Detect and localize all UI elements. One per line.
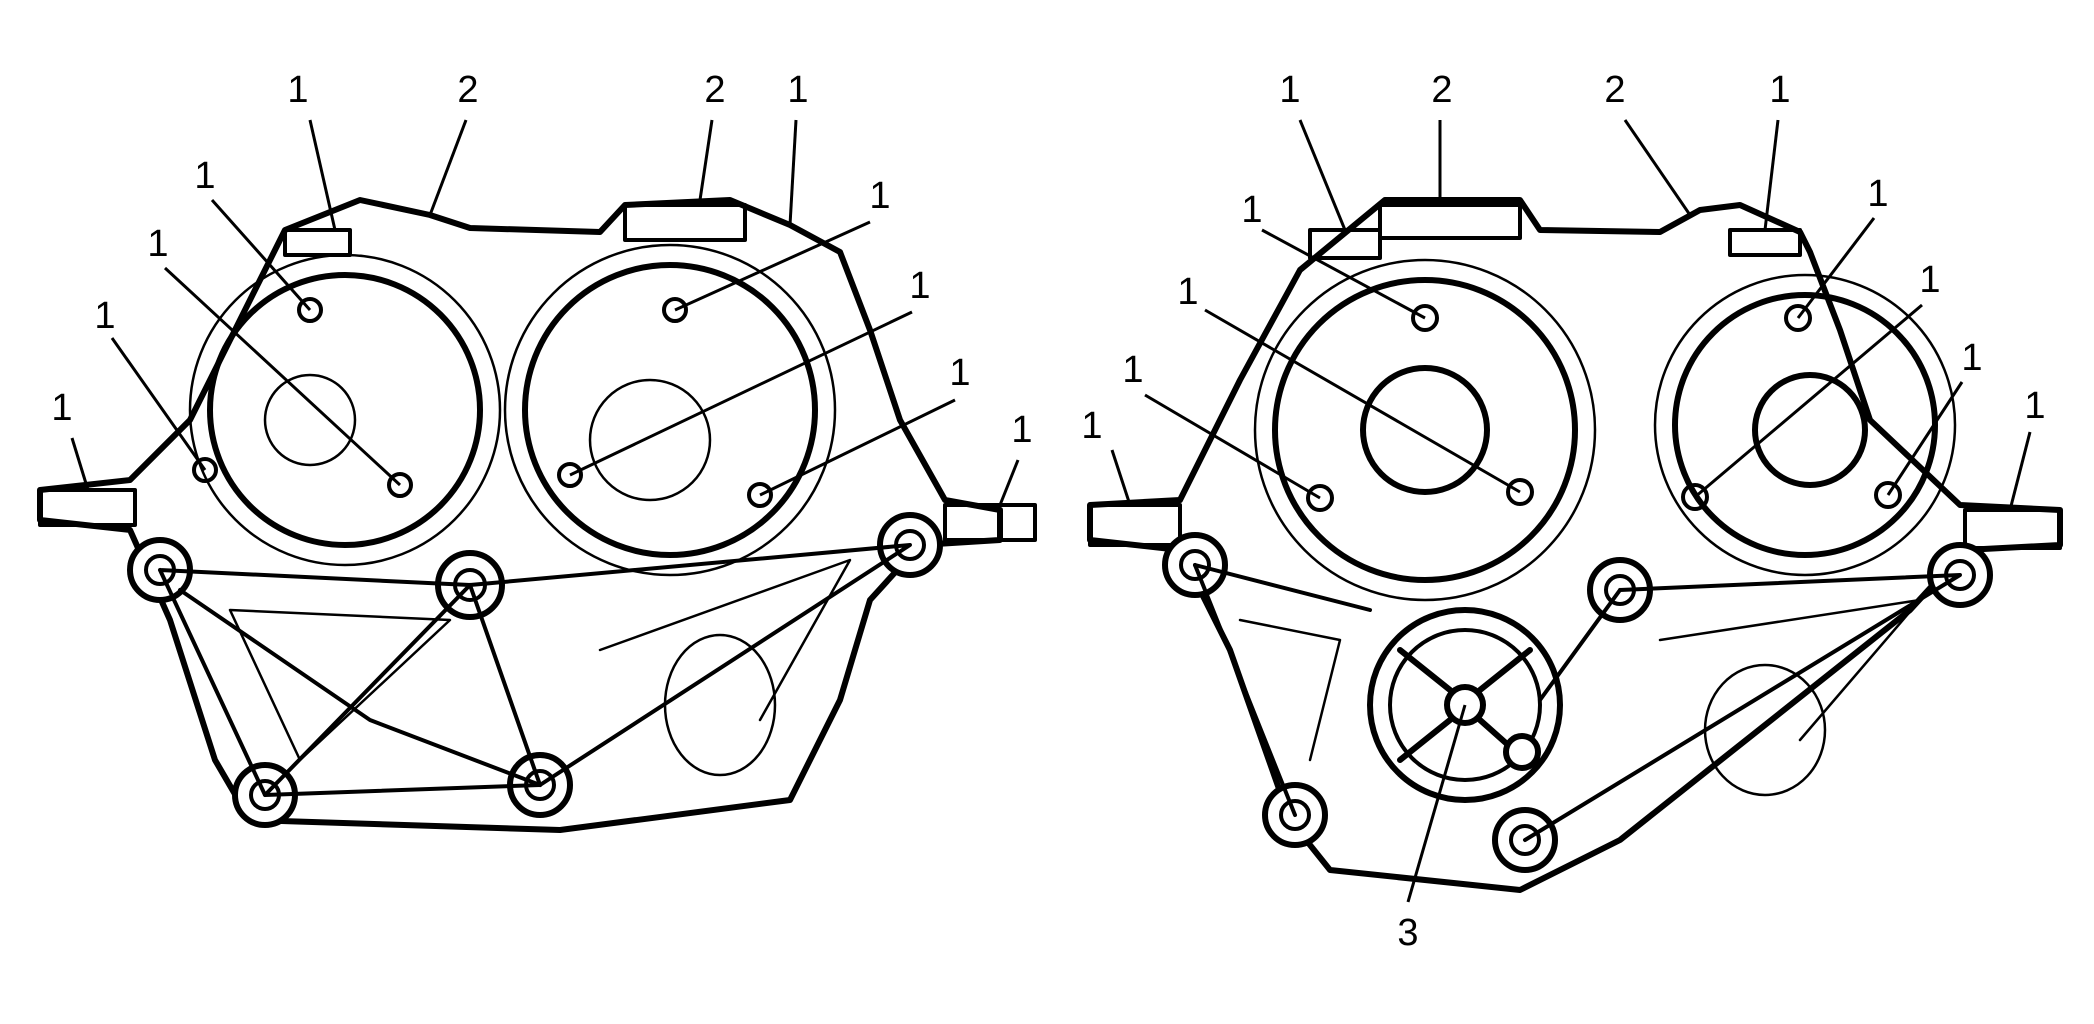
callout-label: 1 — [1961, 337, 1982, 379]
callout-label: 1 — [1769, 69, 1790, 111]
callout-label: 1 — [94, 295, 115, 337]
callout-label: 1 — [869, 175, 890, 217]
callout-label: 2 — [704, 69, 725, 111]
callout-label: 1 — [1279, 69, 1300, 111]
callout-label: 1 — [1177, 271, 1198, 313]
callout-label: 1 — [147, 223, 168, 265]
callout-label: 2 — [457, 69, 478, 111]
callout-label: 1 — [949, 352, 970, 394]
left-callouts: 1 2 2 1 1 1 1 1 1 1 1 1 — [51, 69, 1033, 506]
right-cover-view — [1087, 197, 2063, 893]
left-cover-view — [37, 197, 1037, 833]
callout-label: 2 — [1431, 69, 1452, 111]
callout-label: 1 — [787, 69, 808, 111]
callout-label: 1 — [1122, 349, 1143, 391]
callout-label: 1 — [1867, 173, 1888, 215]
left-boss-group — [127, 512, 943, 828]
callout-label: 1 — [2024, 385, 2045, 427]
callout-label: 1 — [909, 265, 930, 307]
callout-label: 1 — [1081, 405, 1102, 447]
callout-label: 1 — [51, 387, 72, 429]
callout-label: 1 — [287, 69, 308, 111]
callout-label: 1 — [1241, 189, 1262, 231]
right-boss-group — [1162, 532, 1993, 873]
callout-label: 1 — [194, 155, 215, 197]
callout-label: 1 — [1919, 259, 1940, 301]
callout-label: 1 — [1011, 409, 1032, 451]
right-callouts: 1 2 2 1 1 1 1 1 1 1 1 1 3 — [1081, 69, 2045, 954]
callout-label: 3 — [1397, 912, 1418, 954]
callout-label: 2 — [1604, 69, 1625, 111]
